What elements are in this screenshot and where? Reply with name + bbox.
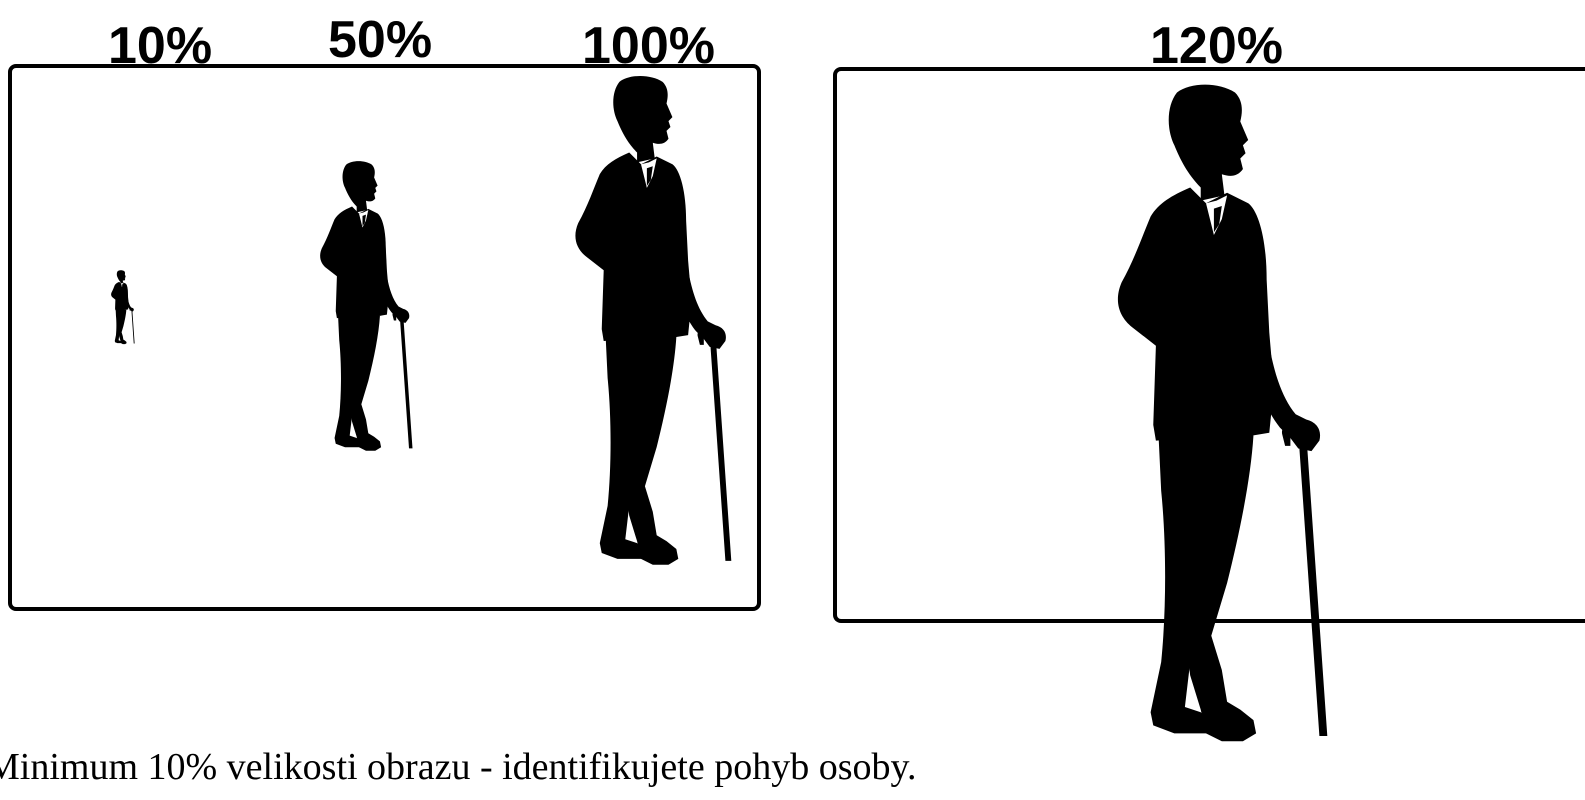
walking-man-icon-10 <box>100 270 142 350</box>
walking-man-icon-100 <box>516 74 766 604</box>
walking-man-icon-120 <box>1056 82 1356 794</box>
scale-label-120: 120% <box>1150 20 1283 72</box>
caption-text: Minimum 10% velikosti obrazu - identifik… <box>0 748 917 786</box>
walking-man-icon-50 <box>284 160 434 474</box>
scale-label-50: 50% <box>328 14 432 66</box>
